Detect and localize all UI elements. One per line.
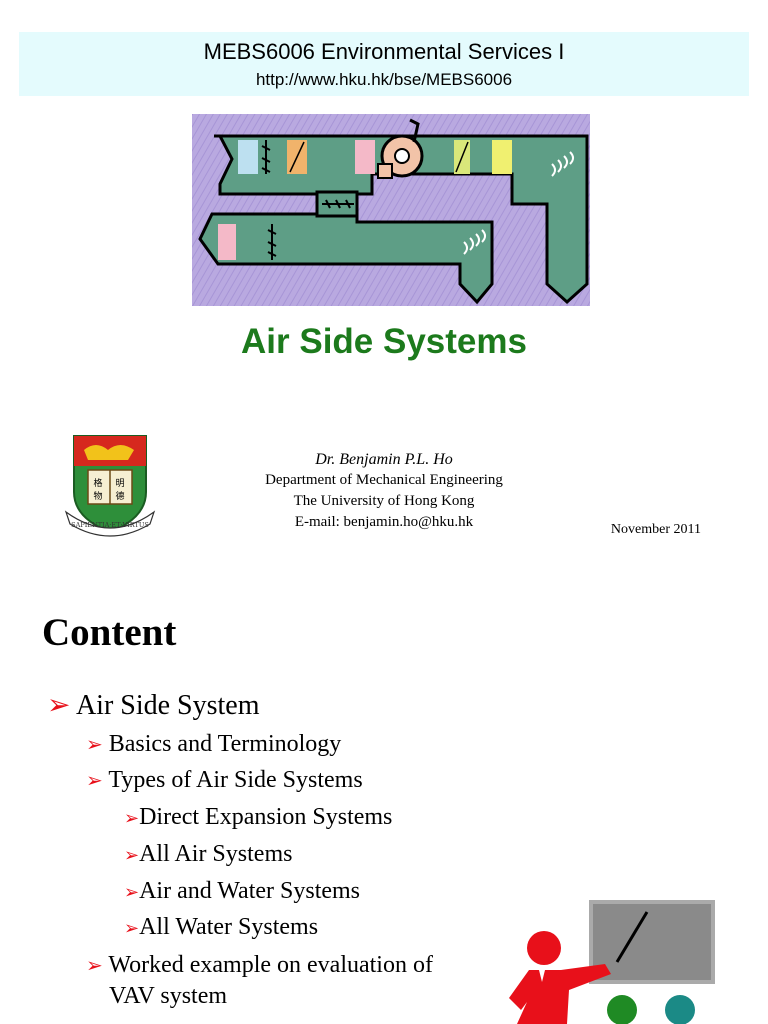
presentation-date: November 2011: [610, 522, 701, 537]
outline-item: ➢ Basics and Terminology: [86, 731, 341, 758]
outline-item-continuation: VAV system: [109, 983, 227, 1010]
outline-item-label: Direct Expansion Systems: [139, 804, 393, 830]
svg-text:格: 格: [93, 477, 102, 489]
author-email[interactable]: E-mail: benjamin.ho@hku.hk: [294, 514, 474, 530]
bullet-arrow-icon: ➢: [47, 690, 71, 721]
outline-item-label: Air Side System: [75, 690, 260, 721]
outline-item-label: All Water Systems: [139, 914, 319, 940]
teacher-presentation-clipart: [509, 900, 715, 1024]
outline-item: ➢ Types of Air Side Systems: [86, 767, 363, 794]
author-name: Dr. Benjamin P.L. Ho: [315, 451, 453, 468]
svg-text:SAPIENTIA·ET·VIRTUS: SAPIENTIA·ET·VIRTUS: [71, 521, 149, 529]
outline-item-label: Worked example on evaluation of: [108, 952, 433, 978]
svg-text:明: 明: [115, 478, 124, 489]
outline-item-label: Types of Air Side Systems: [108, 767, 363, 793]
outline-item: ➢ Worked example on evaluation of: [86, 952, 433, 979]
author-university: The University of Hong Kong: [293, 493, 475, 509]
outline-item-label: Air and Water Systems: [139, 878, 361, 904]
author-department: Department of Mechanical Engineering: [265, 472, 503, 488]
slide-title: Air Side Systems: [241, 322, 527, 361]
bullet-arrow-icon: ➢: [124, 845, 140, 865]
course-title: MEBS6006 Environmental Services I: [203, 39, 565, 64]
outline-item: ➢All Water Systems: [124, 914, 318, 941]
bullet-arrow-icon: ➢: [124, 882, 140, 902]
outline-item-label: All Air Systems: [139, 841, 293, 867]
outline-item: ➢Air and Water Systems: [124, 878, 360, 905]
bullet-arrow-icon: ➢: [86, 770, 103, 792]
course-url[interactable]: http://www.hku.hk/bse/MEBS6006: [255, 70, 513, 89]
svg-text:物: 物: [93, 490, 102, 502]
header-band: MEBS6006 Environmental Services I http:/…: [19, 32, 749, 96]
svg-text:德: 德: [115, 490, 124, 502]
bullet-arrow-icon: ➢: [86, 955, 103, 977]
outline-item-label: Basics and Terminology: [108, 731, 342, 757]
bullet-arrow-icon: ➢: [124, 808, 140, 828]
bullet-arrow-icon: ➢: [124, 918, 140, 938]
outline-item: ➢Direct Expansion Systems: [124, 804, 392, 831]
air-duct-banner-image: [192, 114, 590, 306]
bullet-arrow-icon: ➢: [86, 734, 103, 756]
content-heading: Content: [42, 611, 177, 654]
university-crest-logo: 格 明 物 德 SAPIENTIA·ET·VIRTUS: [64, 435, 156, 537]
outline-item-label: VAV system: [109, 983, 228, 1009]
author-block: Dr. Benjamin P.L. Ho Department of Mecha…: [234, 449, 534, 533]
outline-item: ➢All Air Systems: [124, 841, 292, 868]
outline-item: ➢ Air Side System: [47, 688, 260, 722]
